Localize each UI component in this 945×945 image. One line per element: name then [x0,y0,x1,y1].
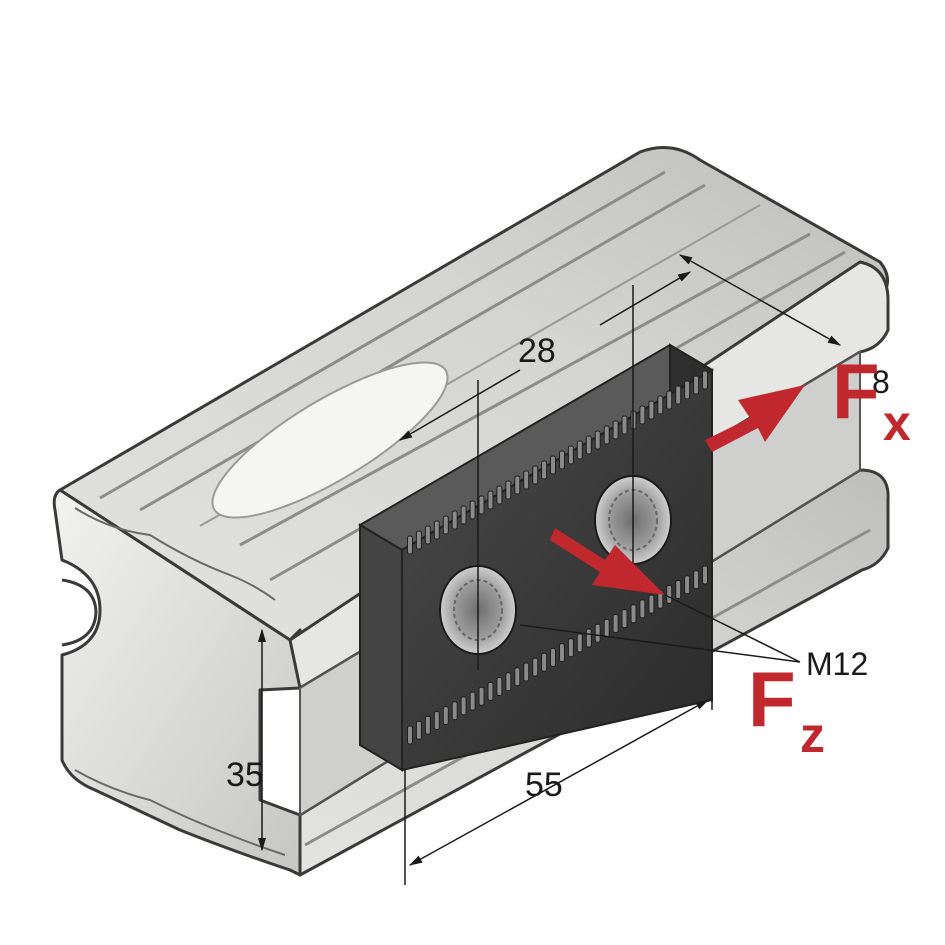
serration-tooth [407,535,413,555]
serration-tooth [639,405,646,425]
serration-tooth [666,390,673,410]
dim-28-line-2 [599,271,692,326]
fz-arrow [550,528,665,595]
force-arrows [550,385,805,595]
nut-front-face [359,523,403,772]
force-fx-subscript: x [883,395,911,451]
serration-tooth [612,614,619,633]
serration-tooth [433,520,440,540]
serration-tooth [576,440,583,460]
serration-tooth [657,395,664,415]
serration-tooth [523,662,530,682]
serration-tooth [514,667,521,687]
serration-tooth [541,460,548,480]
dim-label-8: 8 [872,364,890,400]
serration-tooth [693,375,700,395]
force-fz-subscript: z [800,707,825,763]
dim-label-55: 55 [525,766,563,804]
serration-tooth [594,623,601,643]
m12-leader-1 [519,624,801,663]
serration-tooth [648,594,655,614]
serration-tooth [532,657,539,677]
serration-tooth [505,672,512,692]
serration-tooth [639,599,646,619]
serration-tooth [559,643,565,663]
serration-tooth [424,525,431,545]
serration-tooth [523,470,530,490]
serration-tooth [594,430,601,450]
serration-tooth [621,609,628,629]
serration-tooth [576,633,583,653]
serration-tooth [487,490,494,510]
rail-groove-1 [99,170,666,500]
serration-tooth [505,480,512,500]
serration-tooth [675,385,682,405]
serration-tooth [657,589,664,609]
serration-tooth [469,500,476,520]
fx-arrow [705,385,805,452]
rail-groove-2 [139,183,706,512]
serration-tooth [675,580,682,599]
serration-tooth [684,575,691,595]
serration-tooth [585,435,592,455]
dimension-lines [257,254,842,885]
serration-tooth [496,677,503,696]
serration-tooth [621,415,628,435]
dim-label-35: 35 [226,756,264,794]
nut-serration-upper [407,370,708,555]
serration-tooth [541,652,548,672]
rail-profile-wave-lower [74,769,286,856]
serration-tooth [648,400,655,420]
serration-tooth [550,455,556,475]
serration-tooth [460,696,467,716]
rail-end-face [52,488,302,877]
dim-8-line [678,254,842,346]
rail-profile-wave [74,507,276,601]
serration-tooth [496,485,503,505]
serration-tooth [559,450,565,470]
serration-tooth [612,420,619,440]
serration-tooth [567,638,574,658]
serration-tooth [442,706,449,726]
serration-tooth [693,570,700,590]
serration-tooth [684,380,691,400]
rail-slot-cutout [211,361,449,519]
serration-tooth [407,725,413,745]
serration-tooth [478,686,485,706]
force-fz-letter: F [748,655,796,743]
serration-tooth [666,584,673,604]
serration-tooth [433,711,440,730]
serration-tooth [469,691,476,711]
serration-tooth [550,647,556,667]
serration-tooth [702,565,708,585]
serration-tooth [603,425,610,445]
serration-tooth [514,475,521,495]
serration-tooth [451,510,458,530]
serration-tooth [487,681,494,701]
force-fx-letter: F [832,347,880,435]
dim-55-line [408,699,710,866]
serration-tooth [442,515,449,535]
serration-tooth [460,505,467,525]
serration-tooth [415,530,422,550]
serration-tooth [532,465,539,485]
serration-tooth [702,370,708,390]
dim-label-m12: M12 [806,646,868,682]
serration-tooth [478,495,485,515]
serration-tooth [451,701,458,721]
dim-28-line [398,369,521,441]
serration-tooth [415,720,422,740]
rail-notch [61,578,98,647]
serration-tooth [630,604,637,624]
m12-leader-2 [654,589,801,663]
serration-tooth [567,445,574,465]
dim-label-28: 28 [518,332,556,370]
serration-tooth [585,628,592,648]
serration-tooth [424,715,431,735]
serration-tooth [603,618,610,638]
